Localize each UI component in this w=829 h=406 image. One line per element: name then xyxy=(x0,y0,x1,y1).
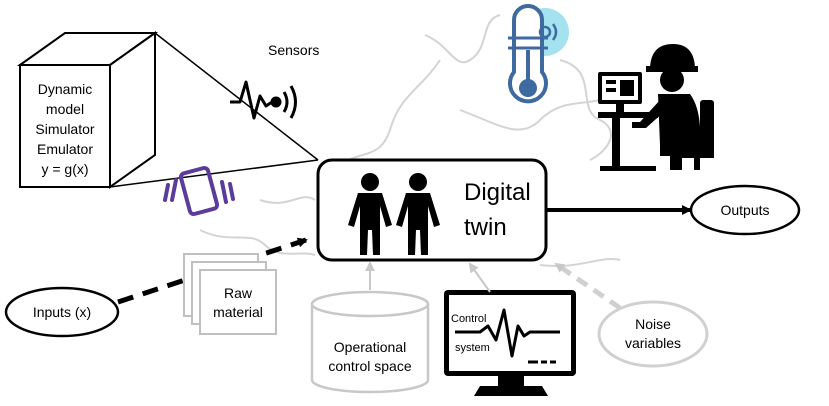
digital-twin-box: Digital twin xyxy=(316,158,548,262)
digital-twin-line-1: Digital xyxy=(464,179,531,206)
person-icon xyxy=(348,173,392,255)
cube-line-2: model xyxy=(46,101,84,117)
control-system-line-1: Control xyxy=(451,313,486,325)
outputs-label: Outputs xyxy=(720,202,769,218)
thermometer-icon xyxy=(508,4,569,104)
raw-material-documents: Raw material xyxy=(183,253,277,335)
control-system-monitor: Control system xyxy=(444,290,576,396)
outputs-node: Outputs xyxy=(689,184,801,236)
sensors-label: Sensors xyxy=(268,42,319,58)
vibration-phone-icon xyxy=(163,165,235,217)
noise-arrow xyxy=(554,261,622,311)
inputs-node: Inputs (x) xyxy=(4,286,120,338)
raw-material-line-2: material xyxy=(213,304,263,320)
noise-line-1: Noise xyxy=(635,316,671,332)
digital-twin-line-2: twin xyxy=(464,214,507,241)
operator-workstation-icon xyxy=(598,44,714,171)
person-icon xyxy=(396,173,440,255)
projection-lines xyxy=(109,32,319,188)
cube-line-4: Emulator xyxy=(37,141,93,157)
inputs-label: Inputs (x) xyxy=(33,304,91,320)
background-lines xyxy=(199,14,621,267)
control-system-line-2: system xyxy=(455,342,490,354)
operational-control-cylinder: Operational control space xyxy=(310,290,430,394)
operational-line-2: control space xyxy=(328,358,411,374)
control-system-arrow xyxy=(468,262,491,293)
operational-line-1: Operational xyxy=(334,339,406,355)
sensor-signal-icon xyxy=(230,80,297,120)
noise-variables-node: Noise variables xyxy=(597,300,709,368)
cube-line-3: Simulator xyxy=(35,121,94,137)
cube-line-5: y = g(x) xyxy=(41,161,88,177)
input-arrow xyxy=(117,237,308,305)
noise-line-2: variables xyxy=(625,335,681,351)
cube-line-1: Dynamic xyxy=(38,81,92,97)
raw-material-line-1: Raw xyxy=(224,285,253,301)
dynamic-model-cube: Dynamic model Simulator Emulator y = g(x… xyxy=(16,31,159,189)
